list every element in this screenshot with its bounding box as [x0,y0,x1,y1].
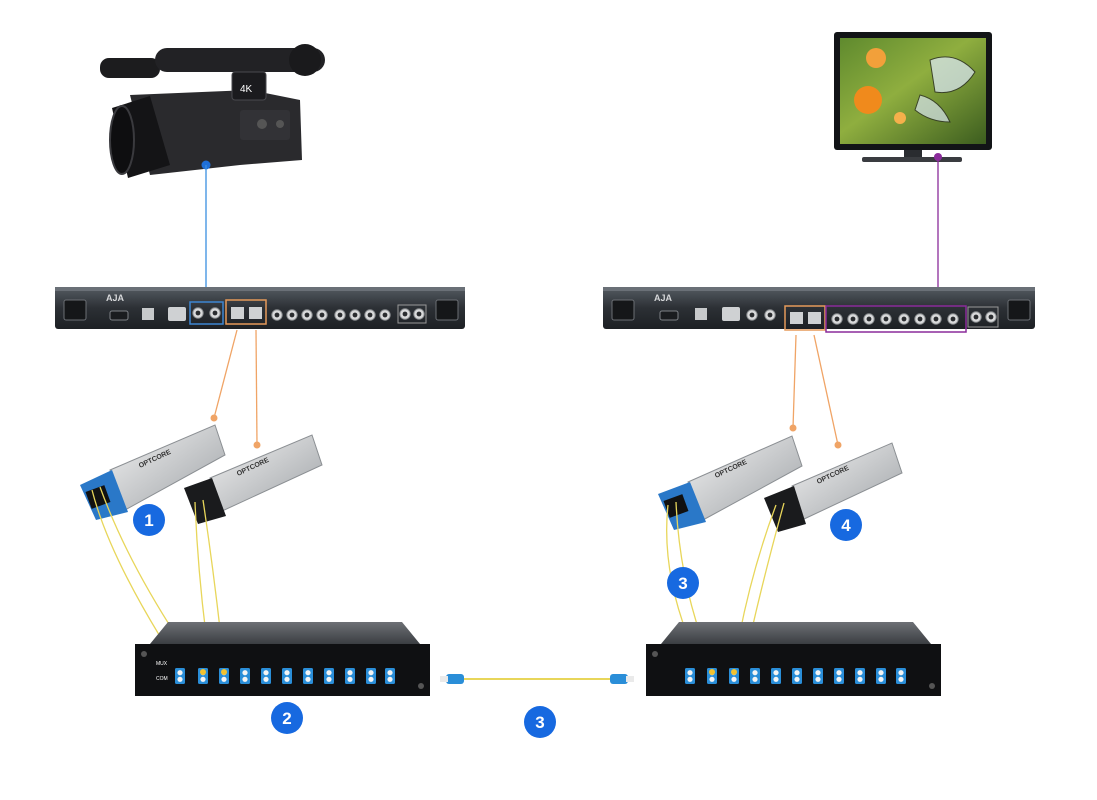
monitor-icon [834,32,992,162]
badge-4: 4 [830,509,862,541]
badge-2: 2 [271,702,303,734]
left-mux-label: MUX [156,661,168,667]
left-com-label: COM [156,676,168,682]
svg-text:3: 3 [678,574,687,593]
right-cwdm-mux [646,622,941,696]
badge-3-trunk: 3 [524,706,556,738]
right-sdi-output-highlight [825,305,967,333]
camcorder-icon: 4K [100,44,325,178]
svg-text:2: 2 [282,709,291,728]
left-cwdm-mux: MUX COM [135,622,430,696]
camera-4k-mark: 4K [240,84,253,95]
monitor-input-dot [934,153,942,161]
right-sfp-cage-highlight [784,305,826,331]
left-sdi-input-highlight [189,301,224,325]
svg-text:4: 4 [841,516,851,535]
badge-1: 1 [133,504,165,536]
svg-text:1: 1 [144,511,153,530]
left-sfp-links [210,329,261,449]
left-sfp-cage-highlight [225,299,267,325]
svg-text:3: 3 [535,713,544,732]
right-brand-label: AJA [654,293,673,303]
left-converter-unit: AJA [55,287,465,329]
trunk-fiber-cable [440,674,634,684]
left-brand-label: AJA [106,293,125,303]
right-sfp-links [789,334,842,449]
badge-3-patch: 3 [667,567,699,599]
right-converter-unit: AJA [603,287,1035,333]
right-sfp-module-blue: OPTCORE [658,435,803,530]
